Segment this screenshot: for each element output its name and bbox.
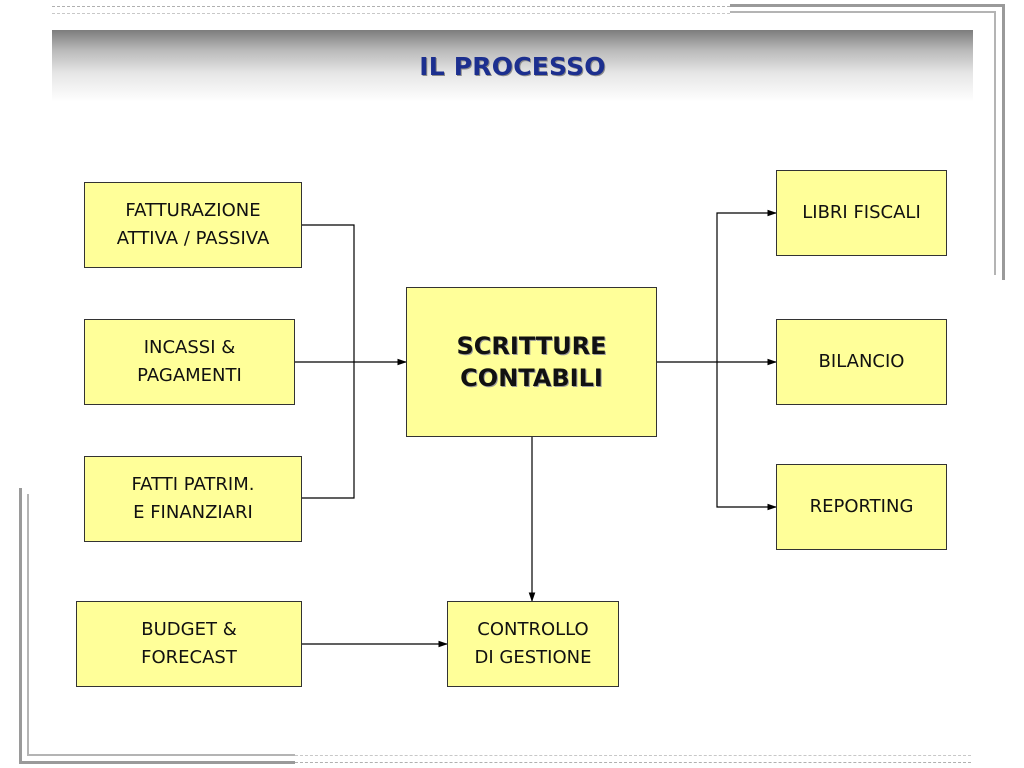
edge-fatturazione-scritture bbox=[302, 224, 355, 362]
edge-fatti-scritture bbox=[302, 362, 355, 499]
frame-dotted-top-2 bbox=[52, 13, 730, 14]
box-fatturazione: FATTURAZIONE ATTIVA / PASSIVA bbox=[84, 182, 302, 268]
box-incassi-pagamenti: INCASSI & PAGAMENTI bbox=[84, 319, 295, 405]
edge-scritture-libri bbox=[716, 209, 777, 362]
frame-line-left-outer bbox=[19, 488, 22, 764]
box-fatti-patrimoniali: FATTI PATRIM. E FINANZIARI bbox=[84, 456, 302, 542]
frame-line-top-outer bbox=[730, 4, 1004, 7]
frame-line-right-outer bbox=[1002, 4, 1005, 280]
frame-line-left-inner bbox=[27, 494, 29, 756]
box-reporting: REPORTING bbox=[776, 464, 947, 550]
box-controllo-gestione: CONTROLLO DI GESTIONE bbox=[447, 601, 619, 687]
frame-dotted-top bbox=[52, 6, 730, 7]
box-budget-forecast: BUDGET & FORECAST bbox=[76, 601, 302, 687]
box-libri-fiscali: LIBRI FISCALI bbox=[776, 170, 947, 256]
page-title: IL PROCESSO bbox=[419, 52, 606, 81]
edge-scritture-reporting bbox=[716, 362, 777, 511]
box-bilancio: BILANCIO bbox=[776, 319, 947, 405]
frame-line-right-inner bbox=[994, 11, 996, 275]
frame-line-bottom-outer bbox=[19, 761, 295, 764]
title-band: IL PROCESSO bbox=[52, 30, 973, 102]
frame-dotted-bottom bbox=[295, 755, 971, 756]
frame-line-bottom-inner bbox=[27, 754, 295, 756]
box-scritture-contabili: SCRITTURE CONTABILI bbox=[406, 287, 657, 437]
frame-line-top-inner bbox=[730, 11, 996, 13]
frame-dotted-bottom-2 bbox=[295, 762, 971, 763]
